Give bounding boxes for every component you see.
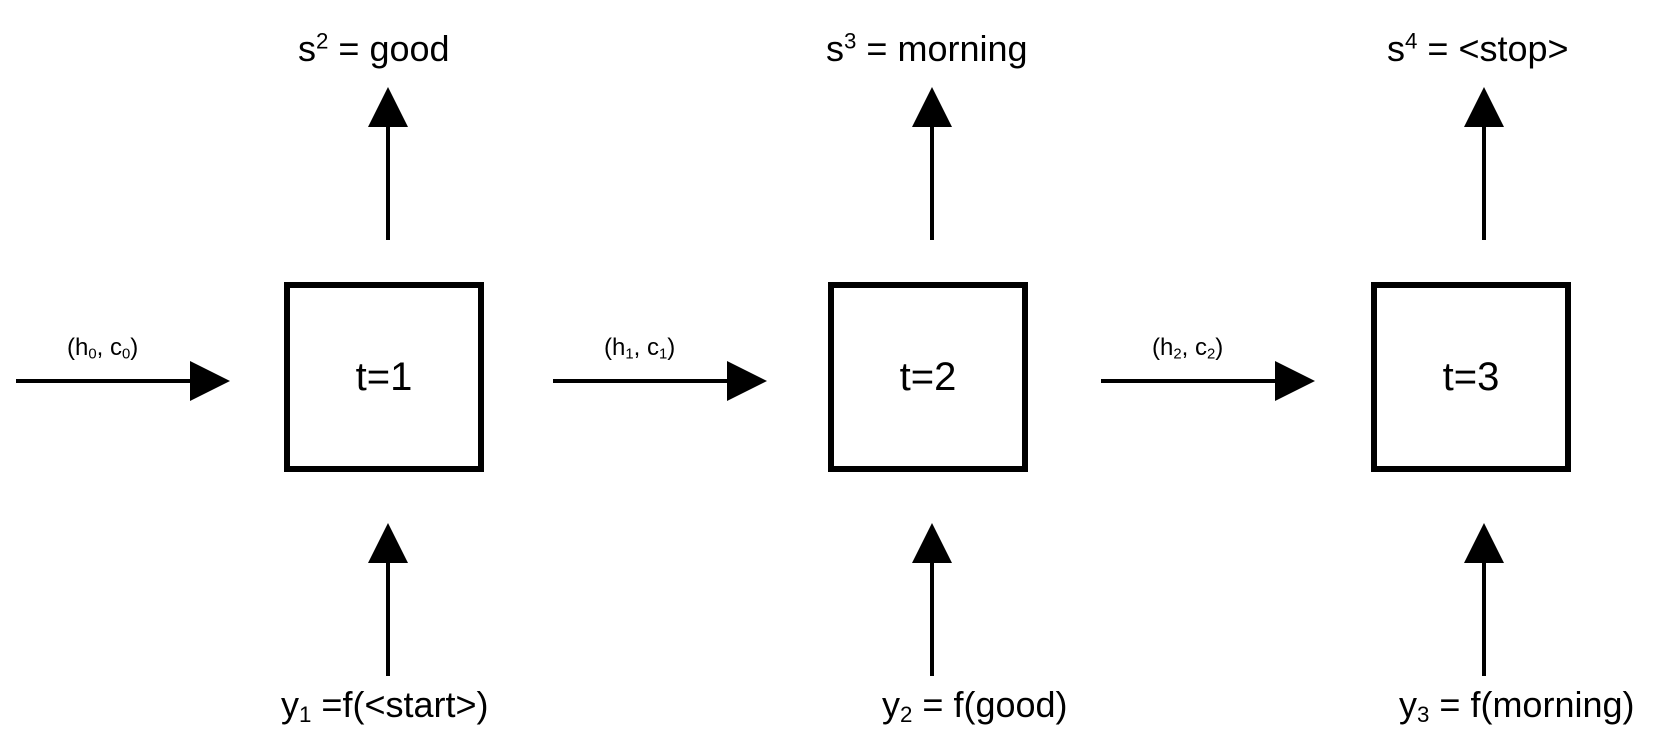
state-label-1-close: ) <box>667 334 676 361</box>
output-label-2-base: s <box>826 28 844 69</box>
state-label-0-c-sub: 0 <box>121 346 131 363</box>
state-label-2: (h2, c2) <box>1152 334 1223 362</box>
state-label-2-mid: , c <box>1181 334 1207 361</box>
output-label-1: s2 = good <box>298 28 450 70</box>
input-label-3-base: y <box>1399 684 1417 725</box>
input-label-3: y3 = f(morning) <box>1399 684 1635 728</box>
output-label-2-sup: 3 <box>844 28 857 54</box>
state-label-2-c-sub: 2 <box>1206 346 1216 363</box>
time-step-label-2: t=2 <box>899 354 957 399</box>
time-step-box-3: t=3 <box>1371 282 1571 472</box>
state-label-0-close: ) <box>130 334 139 361</box>
output-label-3-sup: 4 <box>1405 28 1418 54</box>
state-label-1-open: (h <box>604 334 626 361</box>
input-label-3-sub: 3 <box>1417 701 1430 727</box>
time-step-box-1: t=1 <box>284 282 484 472</box>
input-label-2-base: y <box>882 684 900 725</box>
state-label-2-open: (h <box>1152 334 1174 361</box>
input-label-1-base: y <box>281 684 299 725</box>
output-label-3-rest: = <stop> <box>1417 28 1569 69</box>
state-label-1-h-sub: 1 <box>625 346 634 363</box>
time-step-label-3: t=3 <box>1442 354 1500 399</box>
input-label-2-sub: 2 <box>900 701 913 727</box>
state-label-1-c-sub: 1 <box>658 346 668 363</box>
state-label-0: (h0, c0) <box>67 334 138 362</box>
state-label-2-close: ) <box>1215 334 1224 361</box>
state-label-1-mid: , c <box>633 334 659 361</box>
input-label-1-rest: =f(<start>) <box>311 684 489 725</box>
output-label-1-rest: = good <box>328 28 450 69</box>
output-label-3-base: s <box>1387 28 1405 69</box>
time-step-label-1: t=1 <box>355 354 413 399</box>
state-label-0-h-sub: 0 <box>88 346 97 363</box>
output-label-3: s4 = <stop> <box>1387 28 1569 70</box>
input-label-1: y1 =f(<start>) <box>281 684 489 728</box>
input-label-3-rest: = f(morning) <box>1429 684 1635 725</box>
time-step-box-2: t=2 <box>828 282 1028 472</box>
output-label-2: s3 = morning <box>826 28 1028 70</box>
state-label-0-open: (h <box>67 334 89 361</box>
input-label-1-sub: 1 <box>299 701 312 727</box>
output-label-1-base: s <box>298 28 316 69</box>
state-label-0-mid: , c <box>96 334 122 361</box>
input-label-2: y2 = f(good) <box>882 684 1068 728</box>
state-label-1: (h1, c1) <box>604 334 675 362</box>
state-label-2-h-sub: 2 <box>1173 346 1182 363</box>
output-label-2-rest: = morning <box>856 28 1028 69</box>
input-label-2-rest: = f(good) <box>912 684 1068 725</box>
output-label-1-sup: 2 <box>316 28 329 54</box>
